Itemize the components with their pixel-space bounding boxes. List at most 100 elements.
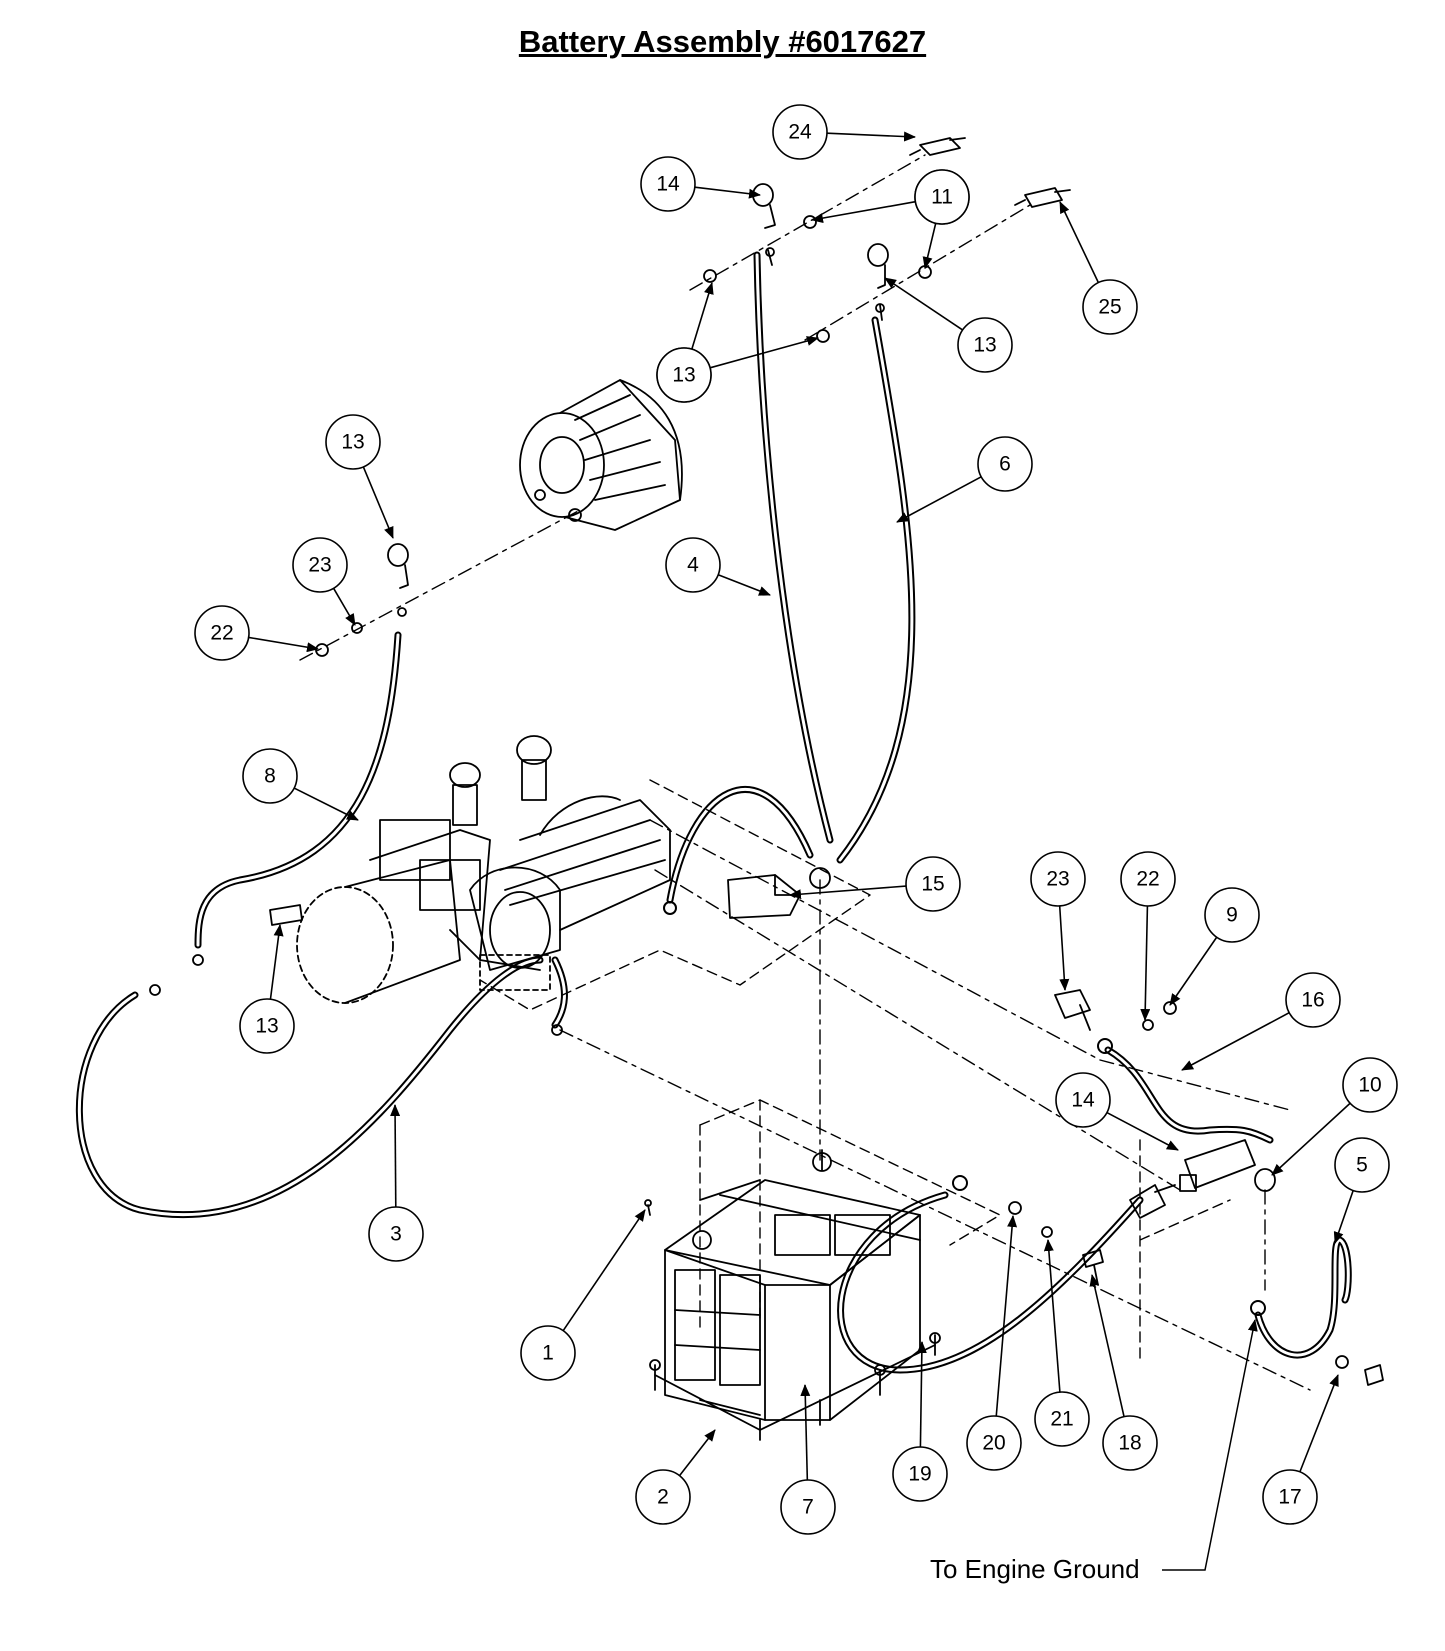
callout-leader	[694, 186, 761, 199]
callout-balloon	[194, 605, 250, 661]
callout-label: 21	[1050, 1408, 1073, 1431]
callout-label: 17	[1278, 1486, 1301, 1509]
callout-leader	[293, 787, 359, 821]
callout-leader	[800, 1384, 811, 1481]
cable-5	[75, 956, 568, 1219]
callout-label: 11	[931, 186, 953, 209]
alternator	[519, 379, 683, 531]
callout-label: 14	[1071, 1089, 1095, 1112]
callout-13: 13	[325, 414, 394, 539]
callout-label: 25	[1098, 296, 1121, 319]
callout-4: 4	[665, 537, 771, 596]
callout-label: 13	[973, 334, 996, 357]
callout-label: 13	[341, 431, 364, 454]
battery	[664, 1149, 921, 1421]
callout-balloon	[635, 1469, 691, 1525]
callout-label: 5	[1356, 1154, 1368, 1177]
callout-leader	[1059, 201, 1100, 283]
callout-balloon	[239, 998, 295, 1054]
cable-6	[836, 316, 916, 864]
assembly-centerlines	[299, 154, 1311, 1391]
callout-13: 13	[239, 924, 295, 1054]
callout-label: 15	[921, 873, 944, 896]
callout-leader	[826, 131, 916, 142]
callout-balloon	[656, 347, 712, 403]
callout-leader	[1106, 1111, 1179, 1151]
callout-14: 14	[640, 156, 761, 212]
callout-leader	[789, 885, 907, 900]
callout-25: 25	[1059, 201, 1138, 335]
callout-leader	[678, 1429, 716, 1477]
callout-18: 18	[1089, 1274, 1158, 1471]
callout-leader	[1089, 1274, 1125, 1417]
callout-leader	[691, 282, 714, 350]
callout-16: 16	[1181, 972, 1341, 1071]
callout-balloon	[1034, 1391, 1090, 1447]
callout-leader	[717, 574, 771, 596]
callout-label: 2	[657, 1486, 669, 1509]
callout-23: 23	[1030, 851, 1086, 991]
cable-10	[1250, 1236, 1352, 1359]
hardware	[149, 137, 1384, 1386]
callout-balloon	[977, 436, 1033, 492]
callout-leader	[811, 200, 916, 224]
callout-leader	[1058, 905, 1070, 991]
callout-label: 4	[687, 554, 699, 577]
callout-balloon	[1262, 1469, 1318, 1525]
callout-label: 3	[390, 1223, 402, 1246]
callout-10: 10	[1271, 1057, 1398, 1176]
callout-balloon	[325, 414, 381, 470]
callout-label: 10	[1358, 1074, 1381, 1097]
callout-label: 1	[542, 1342, 554, 1365]
callout-leader	[332, 587, 356, 626]
callout-leader	[1169, 936, 1218, 1006]
cable-4	[753, 251, 834, 844]
callout-leader	[896, 476, 982, 523]
callout-label: 13	[672, 364, 695, 387]
diagram-title: Battery Assembly #6017627	[518, 24, 927, 59]
callout-9: 9	[1169, 887, 1260, 1006]
callout-label: 8	[264, 765, 276, 788]
callout-leader	[1333, 1190, 1354, 1244]
callout-13: 13	[656, 336, 819, 403]
callout-11: 11	[914, 169, 970, 269]
callout-leader	[269, 924, 284, 1000]
callout-balloon	[1334, 1137, 1390, 1193]
callout-balloon	[520, 1325, 576, 1381]
hold-down-bracket	[1179, 1139, 1256, 1192]
callout-leader	[709, 336, 819, 369]
callout-3: 3	[368, 1104, 424, 1262]
callout-5: 5	[1333, 1137, 1390, 1244]
callout-label: 14	[656, 173, 680, 196]
callout-leader	[884, 277, 964, 331]
callout-balloon	[914, 169, 970, 225]
callout-22: 22	[1120, 851, 1176, 1021]
callout-balloon	[1204, 887, 1260, 943]
callout-balloon	[242, 748, 298, 804]
cable-9	[1097, 1038, 1274, 1144]
callout-balloon	[1342, 1057, 1398, 1113]
callout-6: 6	[896, 436, 1033, 523]
callout-balloon	[665, 537, 721, 593]
callout-19: 19	[892, 1341, 948, 1502]
callout-label: 18	[1118, 1432, 1141, 1455]
callout-balloon	[957, 317, 1013, 373]
callout-balloon	[1030, 851, 1086, 907]
engine-ground-note: To Engine Ground	[930, 1554, 1140, 1584]
callout-balloon	[780, 1479, 836, 1535]
callout-label: 13	[255, 1015, 278, 1038]
callout-leader	[922, 223, 937, 269]
assembly-outline-dashes	[479, 779, 1231, 1361]
callout-balloon	[292, 537, 348, 593]
callout-balloon	[368, 1206, 424, 1262]
callout-22: 22	[194, 605, 319, 661]
cable-loop	[663, 786, 814, 915]
callout-balloon	[1285, 972, 1341, 1028]
callout-21: 21	[1034, 1239, 1090, 1447]
callout-20: 20	[966, 1215, 1022, 1471]
callout-balloon	[1102, 1415, 1158, 1471]
battery-tray	[649, 1332, 941, 1441]
battery-clamp	[1129, 1184, 1176, 1219]
callout-label: 9	[1226, 904, 1238, 927]
callout-balloon	[772, 104, 828, 160]
